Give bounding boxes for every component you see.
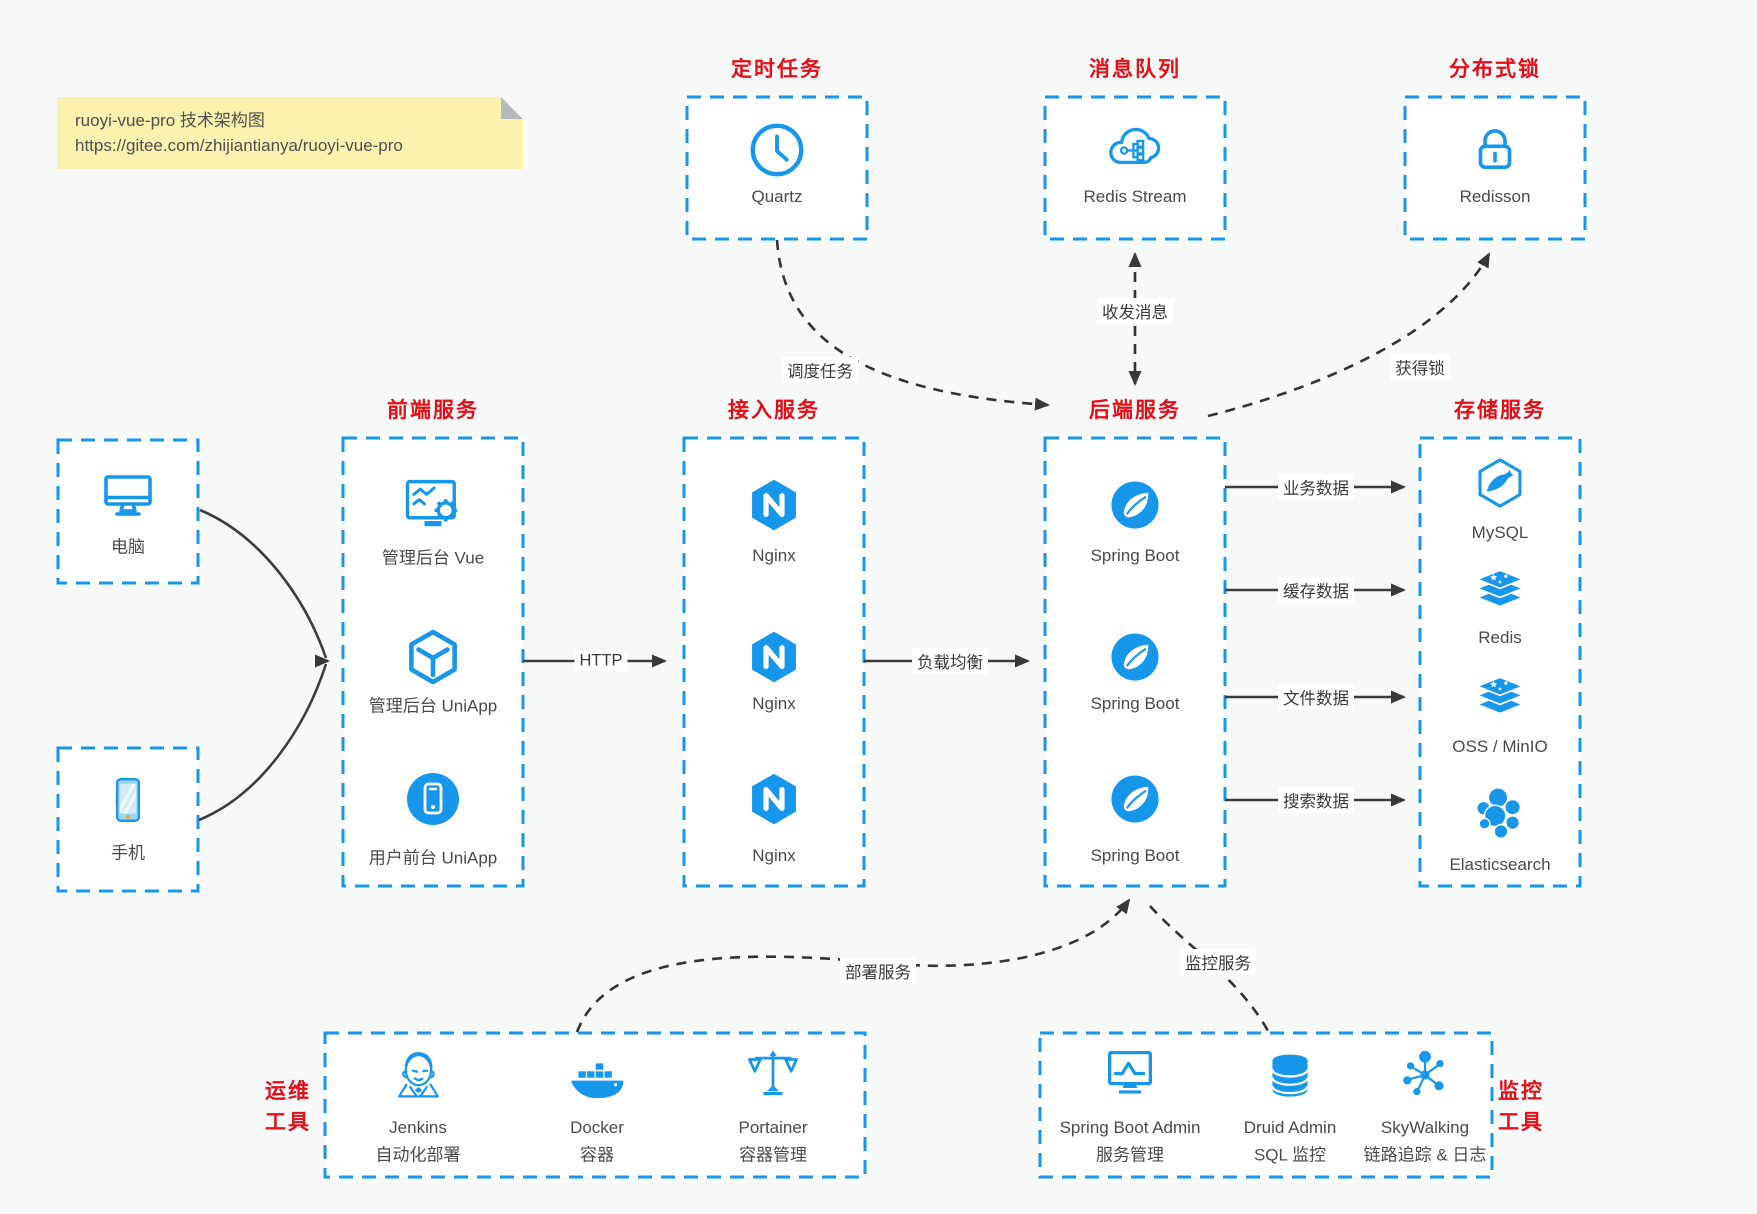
title-message-queue: 消息队列 [1089,58,1181,81]
spring-boot-admin-desc: 服务管理 [1096,1145,1164,1165]
druid-icon [1262,1048,1318,1104]
clock-icon [746,119,808,181]
edge-schedule [775,239,1050,411]
schedule-edge-label: 调度任务 [782,357,858,383]
spring-boot-label-3: Spring Boot [1090,846,1180,865]
portainer-desc: 容器管理 [739,1145,807,1165]
title-storage-service: 存储服务 [1454,399,1546,422]
redis-icon [1471,563,1529,621]
nginx-icon [744,769,804,829]
edge-phone-to-frontend [198,663,328,822]
mysql-label: MySQL [1471,523,1529,542]
cloud-share-icon [1102,116,1168,182]
title-ops-tools-line2: 工具 [265,1111,311,1134]
elasticsearch-icon [1469,783,1531,845]
user-uniapp-label: 用户前台 UniApp [368,848,498,868]
docker-icon [564,1045,630,1111]
admin-vue-icon [399,471,467,539]
nginx-icon [744,475,804,535]
skywalking-label: SkyWalking [1380,1118,1470,1137]
business-data-edge-label: 业务数据 [1278,474,1354,500]
admin-uniapp-label: 管理后台 UniApp [368,696,498,716]
jenkins-label: Jenkins [389,1118,447,1137]
desktop-icon [96,464,160,528]
edge-monitor [1149,905,1270,1032]
phone-label: 手机 [111,843,145,863]
redis-stream-label: Redis Stream [1083,187,1187,206]
redis-label: Redis [1478,628,1522,647]
nginx-icon [744,627,804,687]
spring-boot-admin-label: Spring Boot Admin [1059,1118,1201,1137]
nginx-label-2: Nginx [752,694,796,713]
title-gateway-service: 接入服务 [728,399,820,422]
lock-edge-label: 获得锁 [1390,354,1450,380]
docker-desc: 容器 [580,1145,614,1165]
pc-label: 电脑 [111,537,145,557]
load-balance-edge-label: 负载均衡 [912,648,988,674]
monitor-edge-label: 监控服务 [1180,949,1256,975]
spring-boot-admin-icon [1099,1042,1161,1104]
spring-boot-label-1: Spring Boot [1090,546,1180,565]
note-title: ruoyi-vue-pro 技术架构图 [75,111,265,130]
note-url: https://gitee.com/zhijiantianya/ruoyi-vu… [75,136,403,155]
cache-data-edge-label: 缓存数据 [1278,577,1354,603]
druid-admin-label: Druid Admin [1243,1118,1337,1137]
portainer-label: Portainer [738,1118,808,1137]
edge-pc-to-frontend [199,508,328,659]
file-data-edge-label: 文件数据 [1278,684,1354,710]
nginx-label-1: Nginx [752,546,796,565]
skywalking-desc: 链路追踪 & 日志 [1363,1145,1487,1165]
quartz-label: Quartz [751,187,803,206]
spring-boot-icon [1106,628,1164,686]
http-edge-label: HTTP [574,650,628,672]
oss-minio-icon [1471,670,1529,728]
title-ops-tools-line1: 运维 [265,1080,311,1103]
jenkins-icon [387,1045,449,1107]
title-note: ruoyi-vue-pro 技术架构图 https://gitee.com/zh… [57,97,523,169]
deploy-edge-label: 部署服务 [840,958,916,984]
title-monitoring-tools-line1: 监控 [1498,1080,1544,1103]
oss-minio-label: OSS / MinIO [1452,737,1548,756]
search-data-edge-label: 搜索数据 [1278,787,1354,813]
spring-boot-icon [1106,476,1164,534]
redisson-label: Redisson [1459,187,1531,206]
portainer-icon [744,1045,802,1103]
title-backend-service: 后端服务 [1089,399,1181,422]
spring-boot-icon [1106,770,1164,828]
user-uniapp-icon [401,767,465,831]
mysql-icon [1471,454,1529,512]
jenkins-desc: 自动化部署 [375,1145,461,1165]
docker-label: Docker [570,1118,624,1137]
uniapp-cube-icon [401,625,465,689]
message-edge-label: 收发消息 [1097,298,1173,324]
admin-vue-label: 管理后台 Vue [381,548,485,568]
title-distributed-lock: 分布式锁 [1449,58,1541,81]
skywalking-icon [1396,1045,1454,1103]
druid-admin-desc: SQL 监控 [1253,1145,1327,1165]
title-monitoring-tools-line2: 工具 [1498,1111,1544,1134]
edge-deploy [575,898,1131,1033]
note-fold-corner [501,97,523,119]
smartphone-icon [99,771,157,829]
edge-lock [1207,252,1491,418]
lock-icon [1466,120,1524,178]
elasticsearch-label: Elasticsearch [1449,855,1551,874]
title-scheduled-tasks: 定时任务 [731,58,823,81]
title-frontend-service: 前端服务 [387,399,479,422]
spring-boot-label-2: Spring Boot [1090,694,1180,713]
nginx-label-3: Nginx [752,846,796,865]
